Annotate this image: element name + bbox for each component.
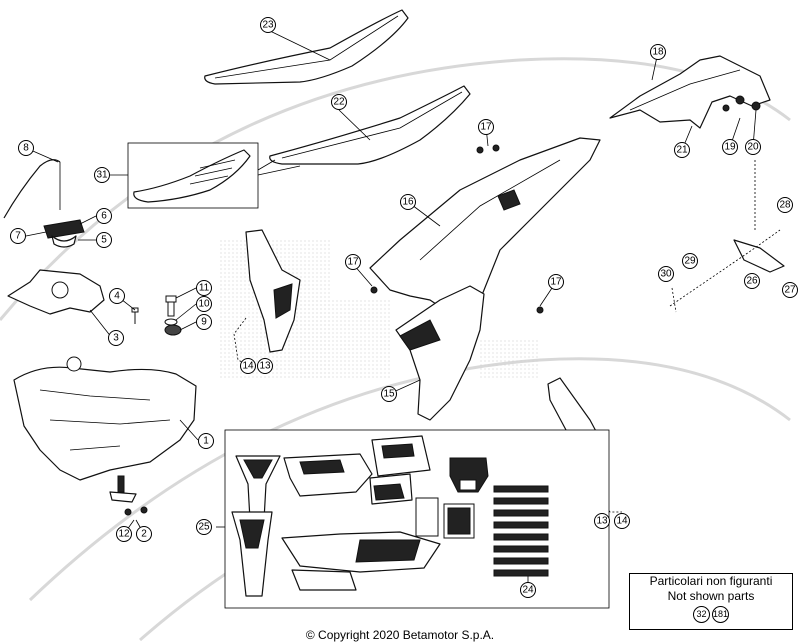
- callout-27: 27: [782, 282, 798, 298]
- svg-text:14: 14: [242, 361, 254, 372]
- breather-hose-8: [3, 159, 61, 219]
- decal-kit-box: [224, 429, 610, 609]
- fasteners: [124, 144, 544, 516]
- svg-text:19: 19: [724, 142, 736, 153]
- svg-text:30: 30: [660, 269, 672, 280]
- callout-20: 20: [745, 139, 761, 155]
- svg-text:24: 24: [522, 585, 534, 596]
- svg-text:2: 2: [141, 529, 147, 540]
- copyright-notice: © Copyright 2020 Betamotor S.p.A.: [305, 628, 495, 642]
- svg-text:1: 1: [203, 436, 209, 447]
- callout-5: 5: [96, 232, 112, 248]
- side-panel-16: [369, 137, 601, 321]
- callout-17-left: 17: [345, 254, 361, 270]
- callout-29: 29: [682, 253, 698, 269]
- callout-4: 4: [109, 288, 125, 304]
- callout-6: 6: [96, 208, 112, 224]
- svg-text:26: 26: [746, 276, 758, 287]
- svg-text:6: 6: [101, 211, 107, 222]
- callout-11: 11: [196, 280, 212, 296]
- callout-13-left: 13: [257, 358, 273, 374]
- callout-16: 16: [400, 194, 416, 210]
- svg-text:12: 12: [118, 529, 130, 540]
- note-part-number: 32: [693, 606, 710, 623]
- svg-text:28: 28: [779, 200, 791, 211]
- callout-19: 19: [722, 139, 738, 155]
- rim-stickers-24: [493, 485, 549, 577]
- svg-text:8: 8: [23, 143, 29, 154]
- svg-text:13: 13: [259, 361, 271, 372]
- not-shown-parts-box: Particolari non figuranti Not shown part…: [629, 573, 793, 630]
- svg-text:5: 5: [101, 235, 107, 246]
- svg-text:27: 27: [784, 285, 796, 296]
- callout-18: 18: [650, 44, 666, 60]
- callout-26: 26: [744, 273, 760, 289]
- svg-text:22: 22: [333, 97, 345, 108]
- svg-text:31: 31: [96, 170, 108, 181]
- note-part-number: 181: [712, 606, 729, 623]
- callout-25: 25: [196, 519, 212, 535]
- screw-4: [131, 307, 139, 324]
- side-panel-15: [395, 285, 485, 421]
- callout-9: 9: [196, 314, 212, 330]
- callout-23: 23: [260, 17, 276, 33]
- svg-text:11: 11: [199, 283, 210, 294]
- note-line-english: Not shown parts: [667, 589, 755, 603]
- svg-text:16: 16: [402, 197, 414, 208]
- callout-17-top: 17: [478, 119, 494, 135]
- callout-10: 10: [196, 296, 212, 312]
- rear-frame-18: [609, 55, 771, 129]
- fuel-tank-1: [13, 356, 197, 481]
- callout-17-right: 17: [548, 274, 564, 290]
- svg-text:7: 7: [15, 231, 21, 242]
- tank-cover-3: [7, 269, 105, 315]
- callout-13-right: 13: [594, 513, 610, 529]
- fuel-tap: [109, 475, 137, 503]
- callout-22: 22: [331, 94, 347, 110]
- callout-24: 24: [520, 582, 536, 598]
- fuel-cap: [43, 219, 85, 248]
- callout-3: 3: [108, 330, 124, 346]
- callout-28: 28: [777, 197, 793, 213]
- callout-14-right: 14: [614, 513, 630, 529]
- shroud-left: [245, 229, 301, 353]
- svg-text:4: 4: [114, 291, 120, 302]
- seat-23: [204, 9, 409, 85]
- callout-21: 21: [674, 142, 690, 158]
- svg-text:15: 15: [383, 389, 395, 400]
- note-part-numbers: 32 181: [630, 606, 792, 623]
- callout-14-left: 14: [240, 358, 256, 374]
- svg-text:20: 20: [747, 142, 759, 153]
- seat-cover-31: [127, 142, 259, 209]
- callout-15: 15: [381, 386, 397, 402]
- callout-30: 30: [658, 266, 674, 282]
- svg-text:29: 29: [684, 256, 696, 267]
- callout-8: 8: [18, 140, 34, 156]
- note-line-italian: Particolari non figuranti: [649, 574, 773, 588]
- callout-2: 2: [136, 526, 152, 542]
- svg-text:25: 25: [198, 522, 210, 533]
- number-plate-bracket: [669, 229, 785, 313]
- svg-text:3: 3: [113, 333, 119, 344]
- svg-text:17: 17: [550, 277, 562, 288]
- callout-12: 12: [116, 526, 132, 542]
- seat-22: [269, 85, 471, 165]
- bolt-stack: [164, 295, 182, 336]
- svg-text:13: 13: [596, 516, 608, 527]
- svg-text:14: 14: [616, 516, 628, 527]
- svg-text:17: 17: [480, 122, 492, 133]
- svg-text:18: 18: [652, 47, 664, 58]
- callout-1: 1: [198, 433, 214, 449]
- callout-7: 7: [10, 228, 26, 244]
- svg-text:23: 23: [262, 20, 274, 31]
- svg-text:10: 10: [198, 299, 210, 310]
- svg-text:9: 9: [201, 317, 207, 328]
- svg-text:17: 17: [347, 257, 359, 268]
- svg-text:21: 21: [676, 145, 688, 156]
- callout-31: 31: [94, 167, 110, 183]
